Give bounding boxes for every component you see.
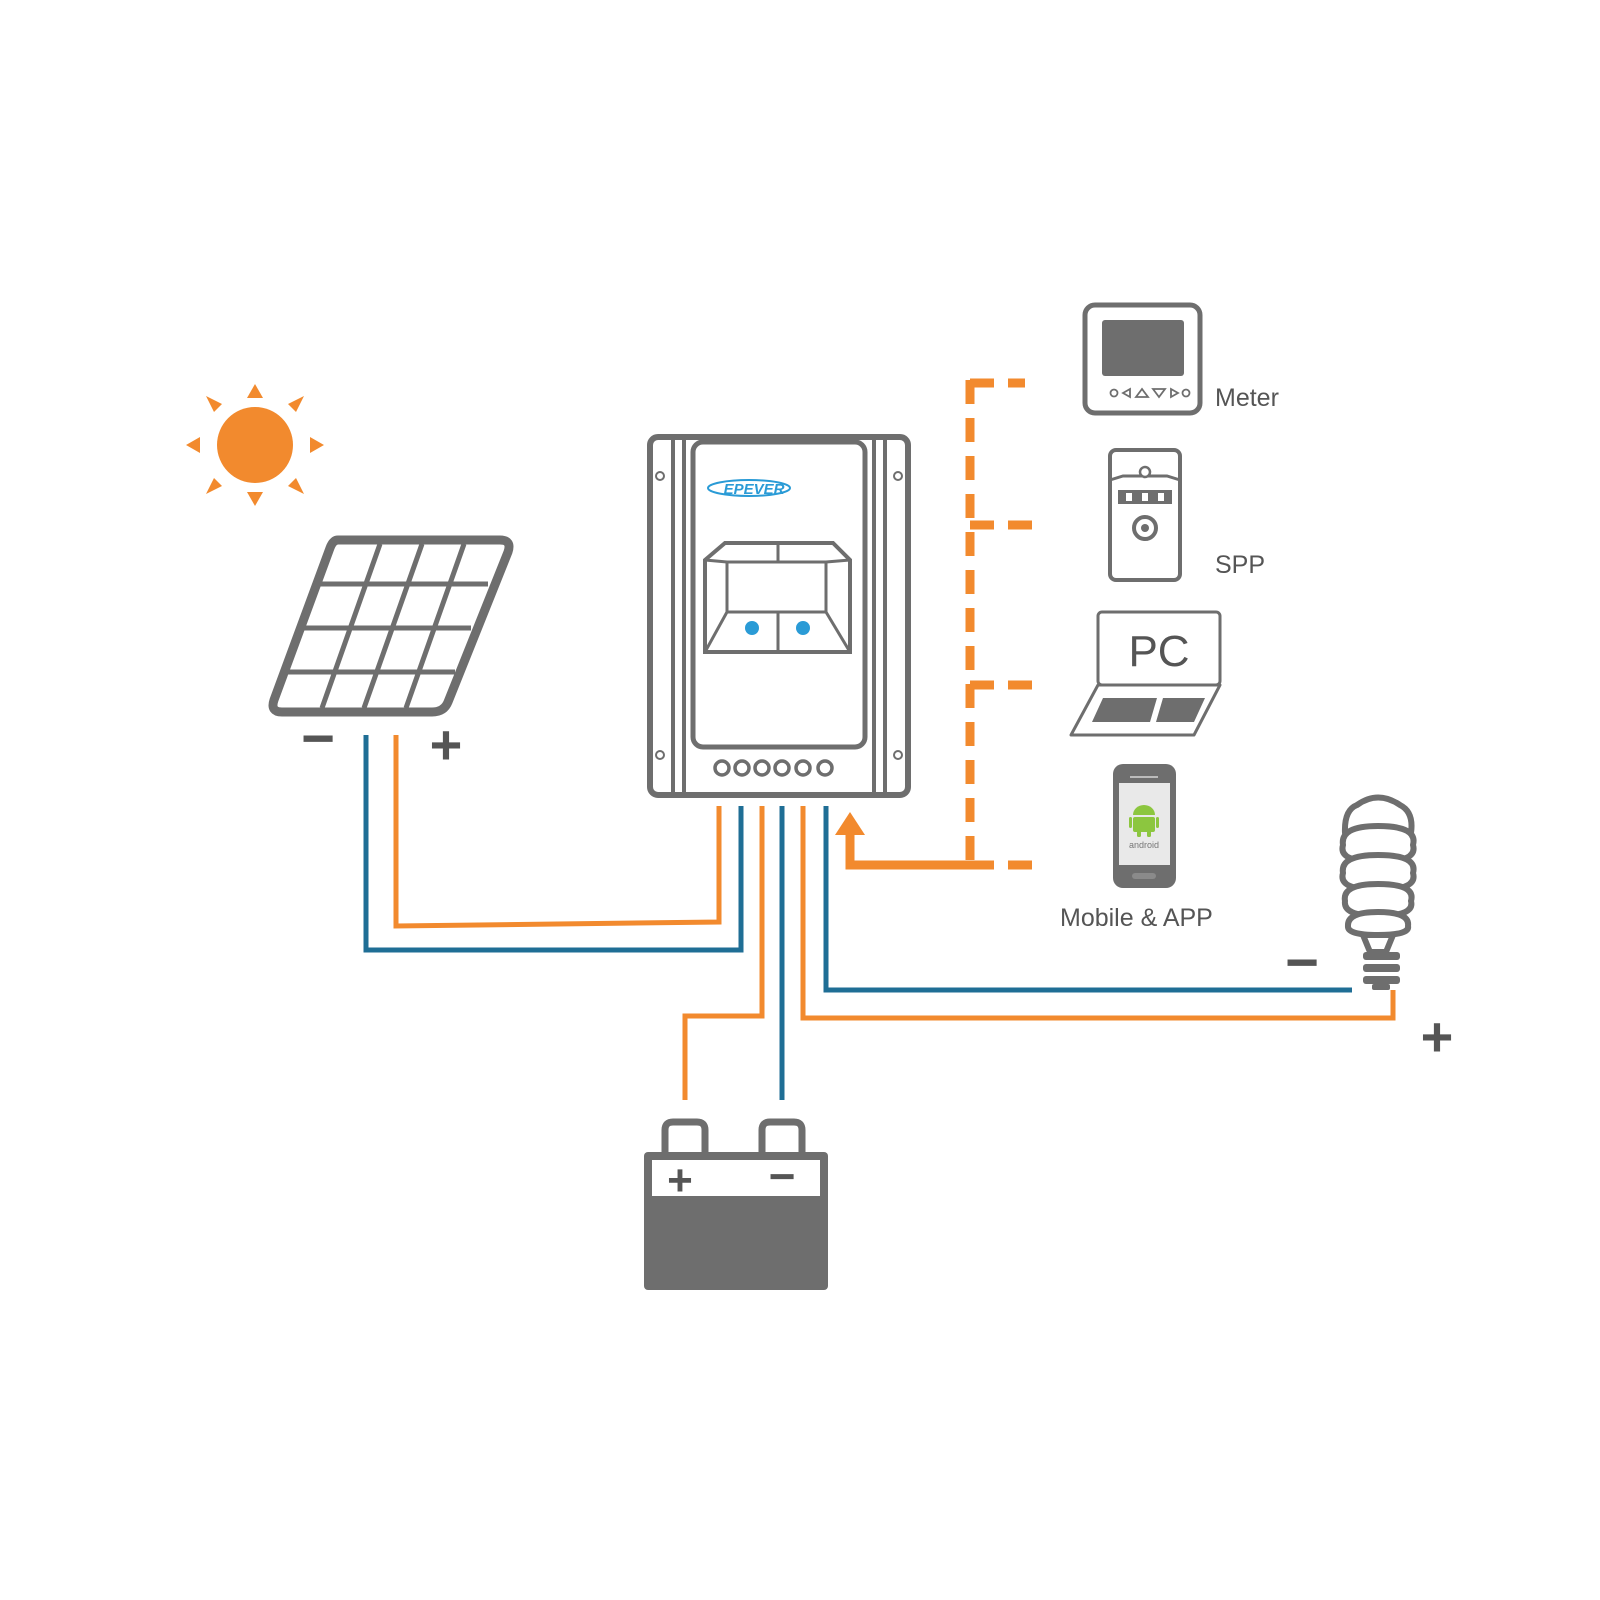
battery-positive-wire bbox=[682, 806, 765, 1100]
communication-bus bbox=[965, 378, 1045, 870]
controller-led-left bbox=[745, 621, 759, 635]
laptop-icon bbox=[1069, 610, 1222, 737]
remote-meter-icon bbox=[1082, 302, 1203, 416]
communication-wire bbox=[845, 835, 992, 870]
meter-label: Meter bbox=[1215, 384, 1279, 412]
mobile-app-label: Mobile & APP bbox=[1060, 904, 1213, 932]
android-logo-text: android bbox=[1129, 840, 1159, 850]
sun-icon bbox=[186, 384, 324, 506]
load-negative-wire bbox=[823, 806, 1352, 993]
battery-negative-sign: − bbox=[769, 1150, 796, 1202]
brand-logo-text: EPEVER bbox=[724, 481, 785, 498]
panel-negative-sign: − bbox=[301, 706, 335, 771]
android-phone-icon: android bbox=[1113, 764, 1176, 888]
battery-icon bbox=[644, 1118, 828, 1290]
panel-positive-sign: + bbox=[430, 713, 463, 776]
battery-positive-sign: + bbox=[667, 1156, 693, 1205]
charge-controller-icon bbox=[647, 434, 911, 798]
light-bulb-icon bbox=[1339, 794, 1417, 955]
panel-positive-wire bbox=[393, 735, 722, 929]
light-bulb-base bbox=[1363, 952, 1400, 990]
panel-negative-wire bbox=[363, 735, 744, 953]
spp-label: SPP bbox=[1215, 551, 1265, 579]
android-robot-icon bbox=[1129, 805, 1159, 837]
load-positive-sign: + bbox=[1421, 1005, 1454, 1068]
communication-arrow-icon bbox=[835, 812, 865, 835]
brand-logo: EPEVER bbox=[707, 479, 791, 498]
pc-screen-text: PC bbox=[1128, 627, 1189, 676]
load-positive-wire bbox=[800, 806, 1396, 1021]
controller-led-right bbox=[796, 621, 810, 635]
spp-module-icon bbox=[1108, 448, 1182, 582]
load-negative-sign: − bbox=[1285, 930, 1319, 995]
solar-panel-icon bbox=[268, 535, 514, 717]
